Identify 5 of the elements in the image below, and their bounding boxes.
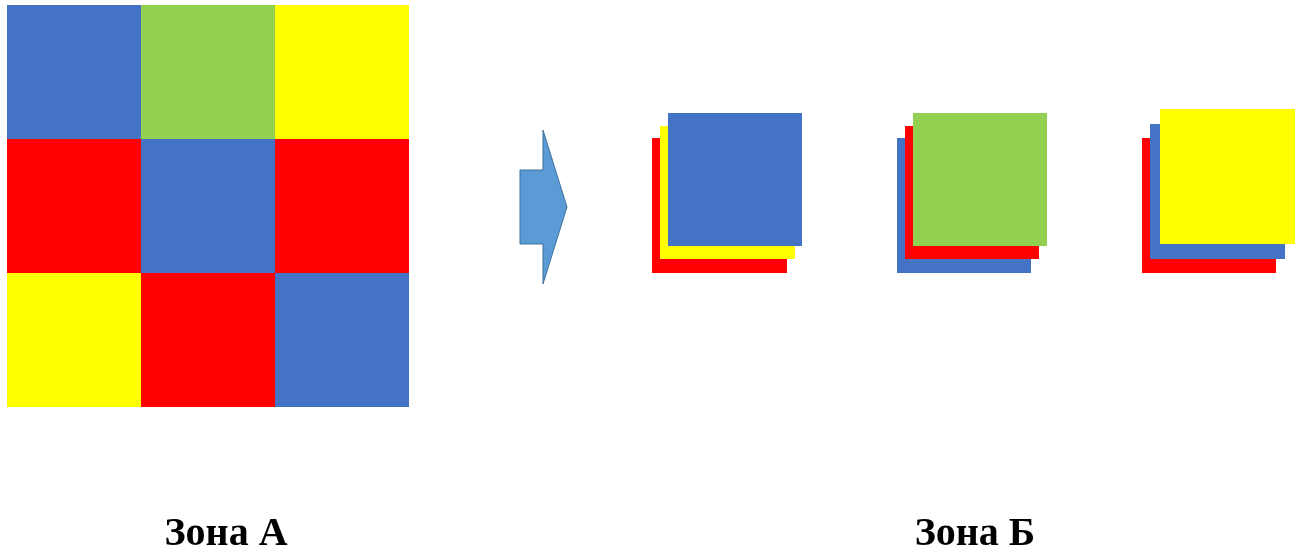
block-arrow	[519, 129, 568, 285]
square-grid-drawing	[7, 5, 409, 407]
zone-label: Зона А	[164, 512, 288, 552]
zone-label: Зона Б	[914, 512, 1036, 552]
stacked-squares-drawing	[652, 109, 1295, 273]
